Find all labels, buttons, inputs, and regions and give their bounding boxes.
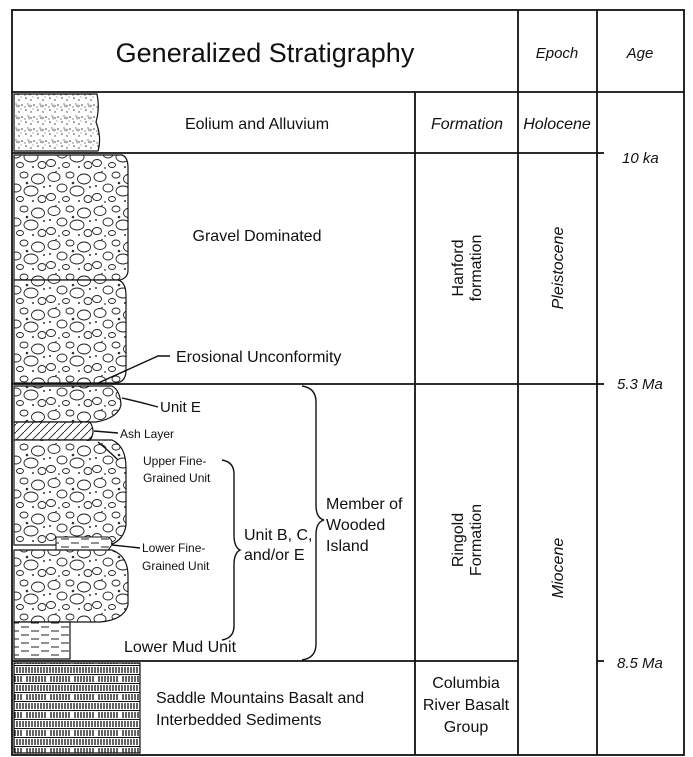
- annotation-lines: [93, 355, 325, 661]
- diagram-title: Generalized Stratigraphy: [116, 38, 415, 68]
- erosional-unconformity-leader: [95, 355, 170, 385]
- ash-layer-leader: [93, 430, 119, 434]
- lower-fine-leader: [111, 544, 141, 549]
- ringold-gravel-lower: [13, 549, 129, 623]
- member-wooded-island-brace: [301, 385, 325, 661]
- unit-e-gravel: [13, 385, 122, 423]
- saddle-mountains-line2: Interbedded Sediments: [156, 712, 321, 729]
- columbia-group-line2: River Basalt: [423, 697, 510, 714]
- saddle-mountains-line1: Saddle Mountains Basalt and: [156, 690, 364, 707]
- miocene-epoch: Miocene: [550, 538, 567, 599]
- age-10ka: 10 ka: [622, 150, 659, 167]
- lower-fine-grained-deposit: [55, 536, 113, 551]
- ringold-gravel-upper: [13, 439, 127, 546]
- pleistocene-epoch: Pleistocene: [550, 227, 567, 310]
- hanford-gravel-lower: [13, 279, 127, 384]
- member-line3: Island: [326, 538, 369, 555]
- eolium-description: Eolium and Alluvium: [185, 116, 329, 133]
- erosional-unconformity-label: Erosional Unconformity: [176, 349, 341, 366]
- lower-fine-grained-line2: Grained Unit: [142, 559, 210, 573]
- unit-bce-brace: [221, 459, 242, 641]
- upper-fine-leader: [97, 441, 119, 461]
- member-line1: Member of: [326, 496, 403, 513]
- hanford-description: Gravel Dominated: [193, 228, 322, 245]
- eolium-sand-deposit: [13, 93, 101, 152]
- upper-fine-grained-line1: Upper Fine-: [143, 454, 206, 468]
- hanford-formation-line1: Hanford: [450, 240, 467, 297]
- epoch-header: Epoch: [536, 45, 579, 62]
- saddle-mountains-basalt: [13, 662, 141, 754]
- member-line2: Wooded: [326, 517, 385, 534]
- ringold-formation-line2: Formation: [468, 504, 485, 576]
- unit-e-leader: [121, 397, 159, 408]
- upper-fine-grained-line2: Grained Unit: [143, 471, 211, 485]
- unit-bce-line2: and/or E: [244, 547, 304, 564]
- hanford-formation-label: Hanford formation: [450, 235, 485, 302]
- lower-mud-deposit: [13, 621, 71, 660]
- formation-label: Formation: [431, 116, 503, 133]
- hanford-gravel-upper: [13, 154, 129, 281]
- ash-layer-label: Ash Layer: [120, 427, 174, 441]
- unit-e-label: Unit E: [160, 399, 201, 416]
- table-grid: [11, 9, 685, 756]
- hanford-formation-line2: formation: [468, 235, 485, 302]
- age-5-3ma: 5.3 Ma: [617, 376, 663, 393]
- unit-bce-line1: Unit B, C,: [244, 527, 312, 544]
- lower-fine-grained-line1: Lower Fine-: [142, 541, 205, 555]
- ringold-formation-label: Ringold Formation: [450, 504, 485, 576]
- ash-layer-deposit: [13, 421, 94, 441]
- age-8-5ma: 8.5 Ma: [617, 655, 663, 672]
- lithology-column: [13, 93, 141, 754]
- age-header: Age: [626, 45, 654, 62]
- columbia-group-line1: Columbia: [432, 675, 500, 692]
- ringold-formation-line1: Ringold: [450, 513, 467, 567]
- columbia-group-line3: Group: [444, 719, 489, 736]
- holocene-epoch: Holocene: [523, 116, 591, 133]
- lower-mud-label: Lower Mud Unit: [124, 639, 237, 656]
